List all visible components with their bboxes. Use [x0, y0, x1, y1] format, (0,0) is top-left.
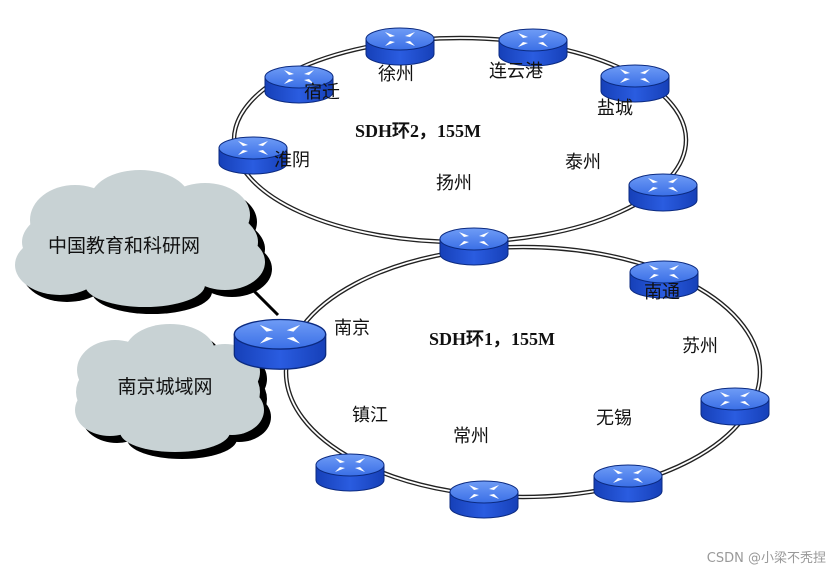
cloud-icon: 中国教育和科研网 — [15, 170, 272, 314]
router-icon — [628, 173, 698, 212]
cloud-icon: 南京城域网 — [75, 324, 271, 459]
city-label: 镇江 — [352, 405, 388, 426]
city-label: 淮阴 — [274, 150, 310, 171]
city-label: 苏州 — [682, 336, 718, 357]
city-label: 连云港 — [489, 61, 543, 82]
router-icon — [449, 480, 519, 519]
router-icon — [700, 387, 770, 426]
router-icon — [365, 27, 435, 66]
city-label: 常州 — [453, 426, 489, 447]
router-icon — [233, 318, 327, 370]
city-label: 宿迁 — [304, 82, 340, 103]
router-icon — [439, 227, 509, 266]
router-icon — [593, 464, 663, 503]
router-icon — [600, 64, 670, 103]
watermark: CSDN @小梁不秃捏 — [707, 551, 826, 566]
city-label: 泰州 — [565, 152, 601, 173]
city-label: 南京 — [334, 318, 370, 339]
city-label: 盐城 — [597, 98, 633, 119]
cloud-label-metro: 南京城域网 — [117, 376, 212, 398]
cloud-label-cernet: 中国教育和科研网 — [48, 235, 200, 257]
city-label: 无锡 — [596, 408, 632, 429]
ring-2-title: SDH环2，155M — [355, 121, 481, 141]
router-icon — [315, 453, 385, 492]
city-label: 扬州 — [436, 173, 472, 194]
ring-1-title: SDH环1，155M — [429, 329, 555, 349]
city-label: 徐州 — [378, 64, 414, 85]
city-label: 南通 — [644, 282, 680, 303]
ring-1 — [283, 244, 763, 500]
